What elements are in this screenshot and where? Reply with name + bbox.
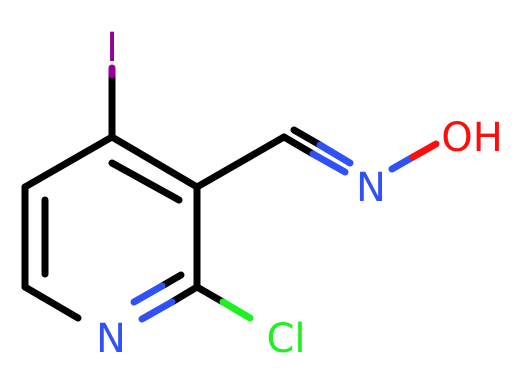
bond-c4-c3-inner [108, 159, 183, 204]
bond-c2-cl-black [193, 283, 227, 306]
bond-c3-ch [193, 133, 288, 191]
bond-c4-c3 [108, 133, 201, 191]
bond-c2-cl-green [219, 298, 254, 322]
iodine-label: I [106, 25, 118, 71]
bonds [21, 64, 440, 323]
bond-n-o-blue [388, 153, 417, 173]
bond-ch-n-b [290, 126, 324, 149]
bond-n1-c2-black [168, 283, 201, 306]
bond-n1-c2-inner-black [158, 271, 185, 290]
oxime-nitrogen-label: N [356, 165, 386, 211]
chlorine-label: Cl [266, 316, 305, 362]
bond-n-o-red [409, 140, 440, 161]
bond-n1-c2-inner-blue [130, 282, 166, 306]
bond-c4-c5 [21, 133, 116, 191]
bond-n1-c2-blue [138, 298, 176, 323]
bond-ch-n-b-blue [316, 141, 354, 167]
ring-nitrogen-label: N [96, 316, 126, 362]
bond-ch-n-a [280, 133, 317, 158]
bond-c6-n1 [21, 283, 82, 322]
bond-ch-n-a-blue [309, 150, 349, 176]
hydroxyl-label: OH [441, 115, 503, 161]
